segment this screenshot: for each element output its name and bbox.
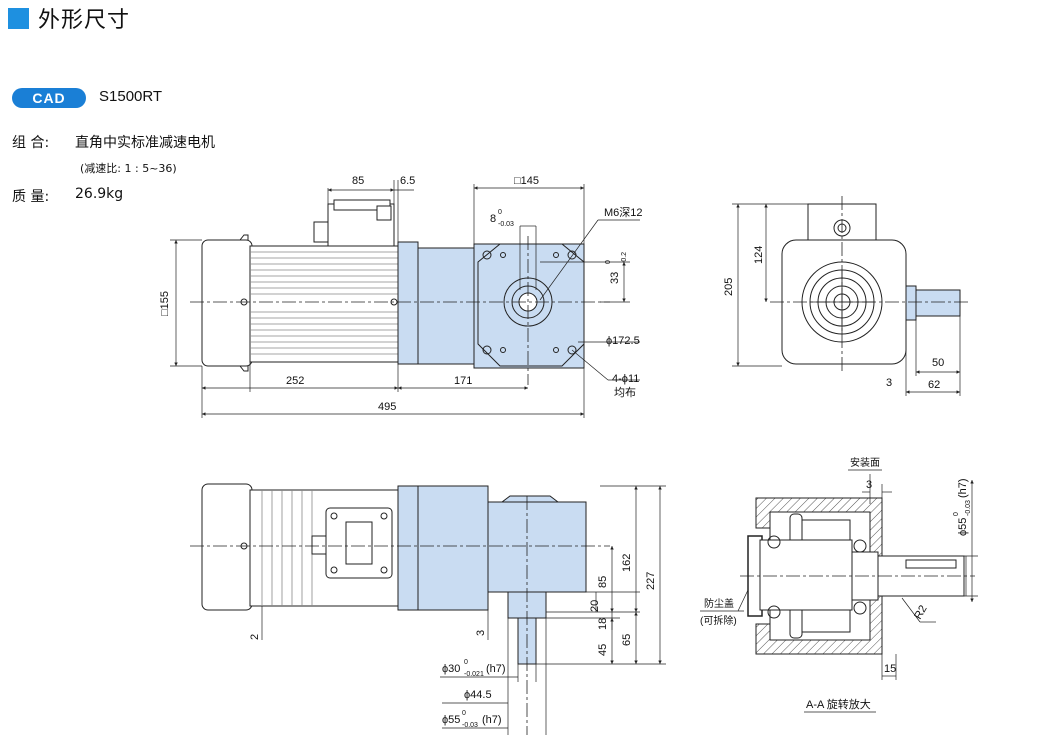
dim-phi55-tol2: -0.03 <box>462 722 478 729</box>
page-title: 外形尺寸 <box>38 8 131 33</box>
dim-6-5: 6.5 <box>400 175 415 187</box>
dim-62: 62 <box>928 379 940 391</box>
dim-8-tol2: -0.03 <box>498 221 514 228</box>
dim-8: 8 <box>490 213 496 225</box>
dim-252: 252 <box>286 375 304 387</box>
mass-value: 26.9kg <box>75 186 124 202</box>
dim-holes: 4-ϕ11 <box>612 373 639 385</box>
mass-label: 质 量: <box>12 189 50 205</box>
dim-65: 65 <box>621 634 633 646</box>
side-view <box>732 196 970 396</box>
label-dust-cover: 防尘盖 <box>704 597 734 610</box>
dim-phi172: ϕ172.5 <box>606 335 640 347</box>
dim-phi30-fit: (h7) <box>486 663 506 675</box>
section-label: A-A 旋转放大 <box>806 697 871 711</box>
dim-3c: 3 <box>866 479 872 491</box>
dim-15: 15 <box>884 663 896 675</box>
dim-phi55v-tol2: -0.03 <box>965 500 972 516</box>
dim-phi55: ϕ55 <box>442 714 460 726</box>
dim-227: 227 <box>645 572 657 590</box>
dim-m6: M6深12 <box>604 206 643 219</box>
header-square-icon <box>8 7 29 29</box>
dim-171: 171 <box>454 375 472 387</box>
dim-phi55v-fit: (h7) <box>957 478 969 498</box>
model-name: S1500RT <box>99 88 163 105</box>
dim-3a: 3 <box>886 377 892 389</box>
dim-8-tol: 0 <box>498 209 502 216</box>
dim-33-tol2: -0.2 <box>621 252 628 264</box>
dim-18: 18 <box>597 618 609 630</box>
combo-label: 组 合: <box>12 135 50 151</box>
dim-r2: R2 <box>912 603 929 621</box>
dim-phi30: ϕ30 <box>442 663 460 675</box>
dim-phi30-tol2: -0.021 <box>464 671 484 678</box>
dim-phi55-fit: (h7) <box>482 714 502 726</box>
dim-20: 20 <box>589 600 601 612</box>
cad-button[interactable]: CAD <box>12 88 86 108</box>
dim-205: 205 <box>723 278 735 296</box>
dim-33-tol: 0 <box>605 260 612 264</box>
label-mount-face: 安装面 <box>850 456 880 469</box>
combo-value: 直角中实标准减速电机 <box>75 135 215 151</box>
dim-phi55-tol: 0 <box>462 710 466 717</box>
ratio-text: (减速比: 1 : 5~36) <box>80 162 177 175</box>
dim-50: 50 <box>932 357 944 369</box>
dim-85b: 85 <box>597 576 609 588</box>
section-view <box>700 469 978 713</box>
dim-85: 85 <box>352 175 364 187</box>
section-header: 外形尺寸 <box>8 2 130 34</box>
dim-phi55v-tol: 0 <box>953 512 960 516</box>
dim-124: 124 <box>753 246 765 264</box>
label-removable: (可拆除) <box>700 614 737 627</box>
dim-3b: 3 <box>475 630 487 636</box>
dim-phi55v: ϕ55 <box>957 518 969 536</box>
dim-2: 2 <box>249 634 261 640</box>
dim-phi44: ϕ44.5 <box>464 689 492 701</box>
dim-162: 162 <box>621 554 633 572</box>
dim-holes2: 均布 <box>614 386 636 399</box>
dim-33: 33 <box>609 272 621 284</box>
dim-495: 495 <box>378 401 396 413</box>
dim-phi30-tol: 0 <box>464 659 468 666</box>
front-view <box>170 180 640 418</box>
dim-45: 45 <box>597 644 609 656</box>
top-view <box>190 483 666 735</box>
dim-sq155: □155 <box>159 291 171 316</box>
dim-sq145: □145 <box>514 175 539 187</box>
